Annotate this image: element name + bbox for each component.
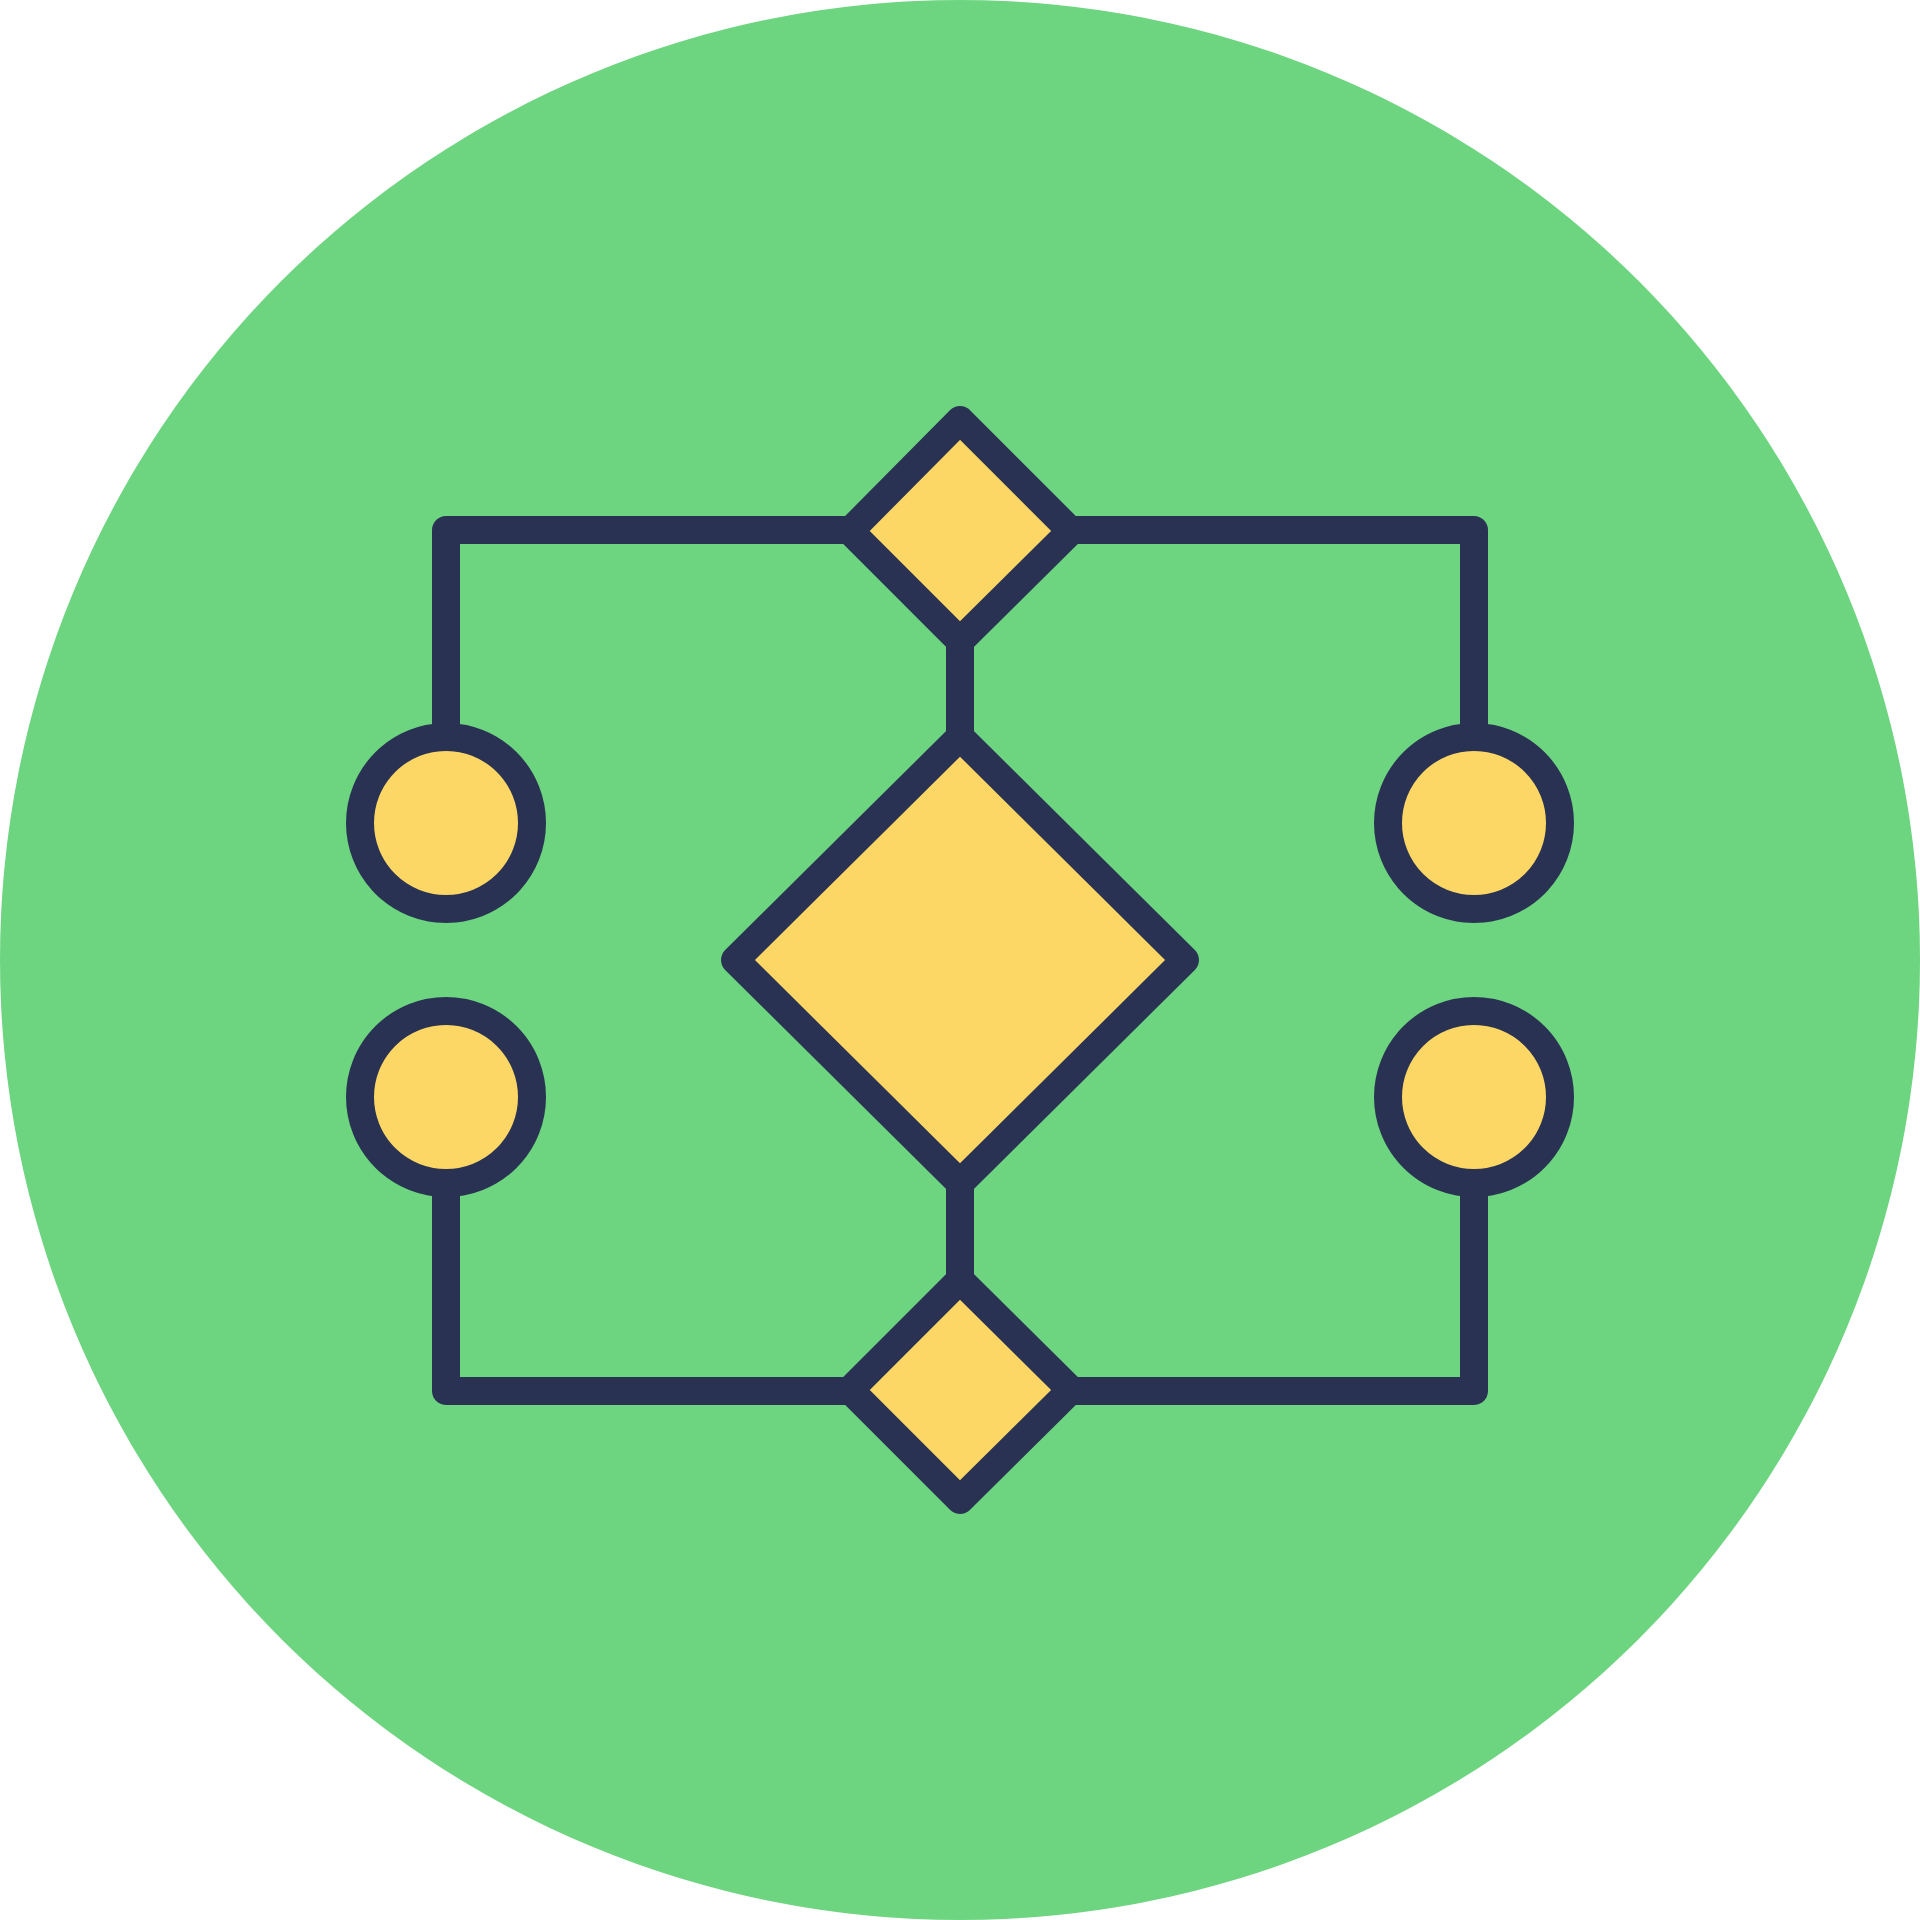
connector-lines [432, 516, 1488, 1405]
center-decision-diamond [721, 723, 1199, 1197]
top-decision-diamond [836, 406, 1085, 655]
top-right-connector [1056, 516, 1488, 747]
top-right-node-circle [1374, 723, 1574, 923]
flowchart-shapes [346, 406, 1574, 1514]
bottom-right-connector [1056, 1173, 1488, 1405]
top-left-node-circle [346, 723, 546, 923]
bottom-left-connector [432, 1173, 864, 1405]
bottom-left-node-circle [346, 997, 546, 1197]
bottom-decision-diamond [836, 1266, 1085, 1514]
top-left-connector [432, 516, 864, 747]
bottom-right-node-circle [1374, 997, 1574, 1197]
